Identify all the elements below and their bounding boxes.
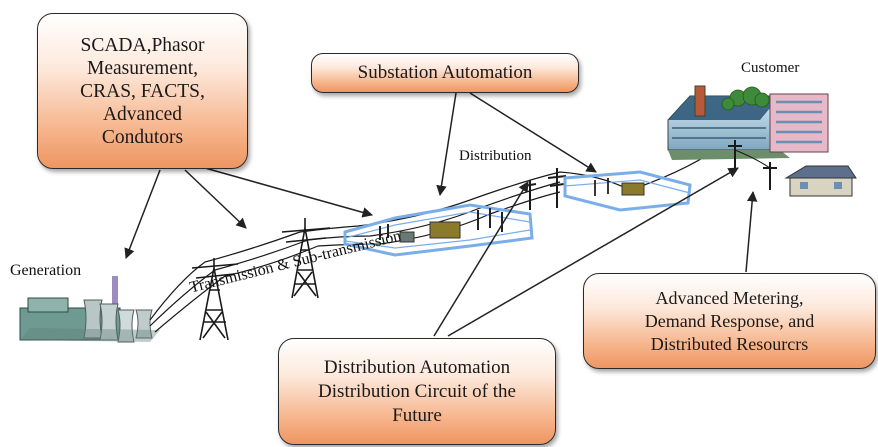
customer-office-building [769,93,829,153]
distribution-callout-line: Distribution Circuit of the [318,380,516,402]
scada-callout-line: Measurement, [86,57,198,79]
distribution-automation-callout: Distribution Automation Distribution Cir… [278,338,556,445]
substation-fence [343,203,534,257]
customer-pole [728,140,777,190]
distribution-callout-line: Future [392,404,442,426]
scada-callout-line: SCADA,Phasor [80,34,205,56]
scada-callout-line: Condutors [101,126,184,148]
substation-automation-label: Substation Automation [357,62,533,83]
distribution-fence [563,170,692,212]
customer-label: Customer [741,60,800,76]
generation-plant [19,276,160,343]
house [784,165,857,197]
scada-callout: SCADA,Phasor Measurement, CRAS, FACTS, A… [37,13,248,169]
substation-equipment [379,208,503,243]
distribution-label: Distribution [459,148,532,164]
metering-callout-line: Distributed Resourcrs [650,333,809,354]
metering-callout-line: Demand Response, and [644,310,815,331]
trees [721,86,770,111]
distribution-callout-line: Distribution Automation [323,356,511,378]
distribution-pole [523,168,567,210]
transmission-tower [191,258,239,341]
callout-arrows [124,92,758,337]
scada-callout-line: CRAS, FACTS, [80,80,205,102]
generation-label: Generation [10,262,82,279]
transmission-tower [281,218,331,299]
distribution-equipment [594,178,645,196]
metering-callout-line: Advanced Metering, [655,287,804,308]
metering-callout: Advanced Metering, Demand Response, and … [583,273,876,369]
scada-callout-line: Advanced [102,103,183,125]
substation-automation-callout: Substation Automation [311,53,579,93]
